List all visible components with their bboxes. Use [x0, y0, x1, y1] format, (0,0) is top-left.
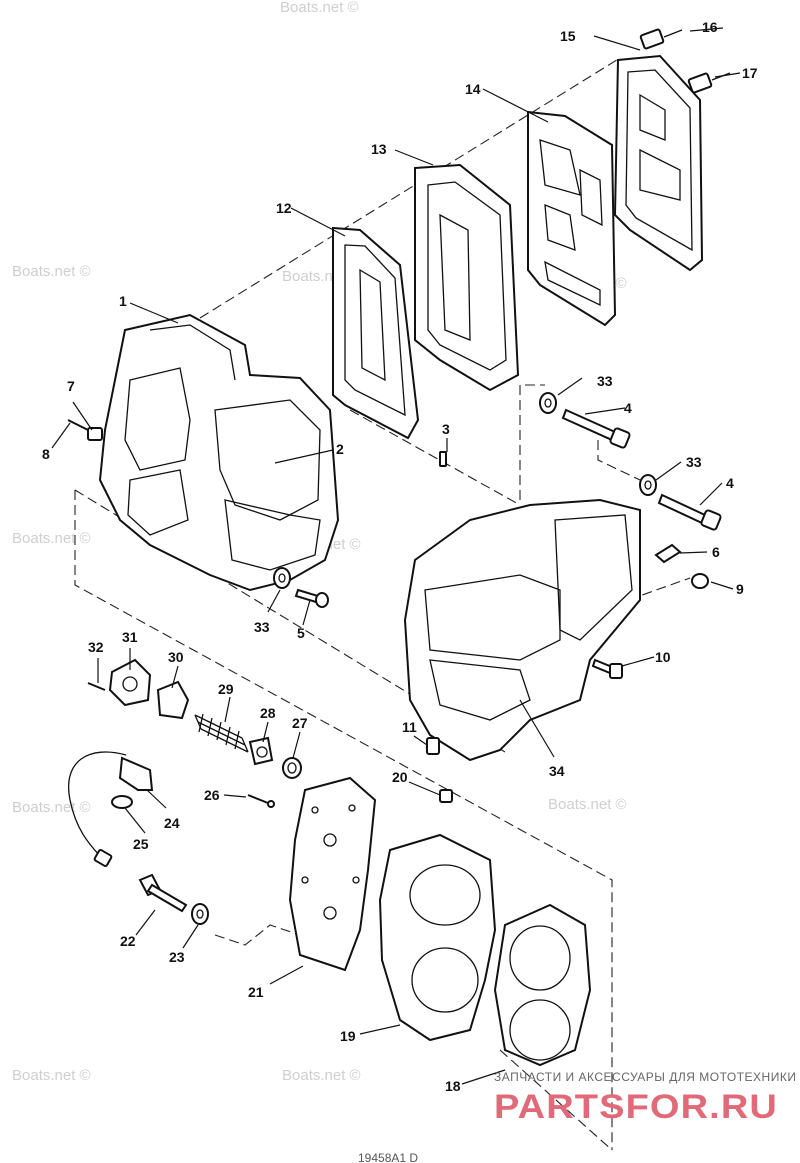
gasket-12 — [332, 226, 420, 440]
callout-24: 24 — [164, 815, 180, 831]
callout-21: 21 — [248, 984, 264, 1000]
screw-32 — [87, 682, 106, 691]
callout-29: 29 — [218, 681, 234, 697]
watermark-text: Boats.net © — [12, 530, 91, 547]
bolt-10 — [591, 658, 623, 679]
callout-14: 14 — [465, 81, 481, 97]
watermark-text: Boats.net © — [280, 0, 359, 16]
callout-33: 33 — [686, 454, 702, 470]
callout-19: 19 — [340, 1028, 356, 1044]
clip-25 — [111, 795, 133, 809]
callout-1: 1 — [119, 293, 127, 309]
callout-3: 3 — [442, 421, 450, 437]
bolt-16 — [639, 28, 683, 50]
watermark-text: Boats.net © — [548, 796, 627, 813]
seal-27 — [282, 757, 302, 779]
callout-leaders — [51, 27, 741, 1085]
callout-11: 11 — [402, 719, 417, 735]
callout-16: 16 — [702, 19, 718, 35]
head-gasket-18 — [493, 903, 592, 1067]
figure-code: 19458A1 D — [358, 1151, 418, 1163]
washer-33 — [539, 392, 557, 414]
plug-20 — [439, 789, 453, 803]
thermostat-cover-31 — [108, 658, 152, 707]
valve-28 — [248, 736, 274, 766]
brand-name: PARTSFOR.RU — [494, 1088, 778, 1126]
bolt-22 — [138, 873, 188, 913]
callout-27: 27 — [292, 715, 308, 731]
callout-4: 4 — [726, 475, 734, 491]
cylinder-block-1 — [98, 313, 340, 592]
callout-30: 30 — [168, 649, 184, 665]
pin-11 — [426, 737, 440, 755]
screw-26 — [247, 794, 275, 808]
fitting-6 — [654, 543, 682, 564]
callout-9: 9 — [736, 581, 744, 597]
bolt-4 — [657, 493, 722, 531]
callout-13: 13 — [371, 141, 387, 157]
washer-33 — [639, 474, 657, 496]
bolt-4 — [561, 408, 631, 449]
callout-32: 32 — [88, 639, 104, 655]
callout-15: 15 — [560, 28, 576, 44]
crankcase-34 — [403, 498, 641, 762]
watermark-text: Boats.net © — [12, 1067, 91, 1084]
gasket-30 — [156, 680, 190, 720]
cylinder-head-19 — [378, 833, 497, 1042]
exhaust-cover-15 — [613, 54, 704, 272]
callout-6: 6 — [712, 544, 720, 560]
callout-12: 12 — [276, 200, 292, 216]
brand-logo: ЗАПЧАСТИ И АКСЕССУАРЫ ДЛЯ МОТОТЕХНИКИ PA… — [494, 1070, 796, 1126]
washer-33 — [273, 567, 291, 589]
callout-25: 25 — [133, 836, 149, 852]
callout-17: 17 — [742, 65, 758, 81]
bolt-5 — [294, 588, 329, 608]
gasket-14 — [527, 110, 617, 327]
callout-26: 26 — [204, 787, 220, 803]
callout-2: 2 — [336, 441, 344, 457]
sleeve-7 — [87, 427, 103, 441]
callout-23: 23 — [169, 949, 185, 965]
callout-34: 34 — [549, 763, 565, 779]
temp-sensor-24 — [68, 751, 154, 867]
callout-22: 22 — [120, 933, 136, 949]
spring-29 — [194, 713, 249, 753]
cap-9 — [691, 573, 709, 589]
callout-33: 33 — [597, 373, 613, 389]
watermark-text: Boats.net © — [282, 1067, 361, 1084]
callout-20: 20 — [392, 769, 408, 785]
callout-10: 10 — [655, 649, 671, 665]
callout-18: 18 — [445, 1078, 461, 1094]
exhaust-plate-13 — [414, 163, 520, 392]
pin-3 — [439, 451, 447, 467]
callout-5: 5 — [297, 625, 305, 641]
head-cover-21 — [288, 776, 377, 972]
callout-8: 8 — [42, 446, 50, 462]
callout-28: 28 — [260, 705, 276, 721]
watermark-text: Boats.net © — [12, 799, 91, 816]
callout-4: 4 — [624, 400, 632, 416]
callout-labels: 15 16 17 14 13 12 1 2 3 33 4 33 4 6 9 10… — [42, 19, 758, 1094]
brand-tagline: ЗАПЧАСТИ И АКСЕССУАРЫ ДЛЯ МОТОТЕХНИКИ — [494, 1070, 796, 1084]
callout-31: 31 — [122, 629, 138, 645]
callout-7: 7 — [67, 378, 75, 394]
callout-33: 33 — [254, 619, 270, 635]
washer-23 — [191, 903, 209, 925]
watermark-text: Boats.net © — [12, 263, 91, 280]
